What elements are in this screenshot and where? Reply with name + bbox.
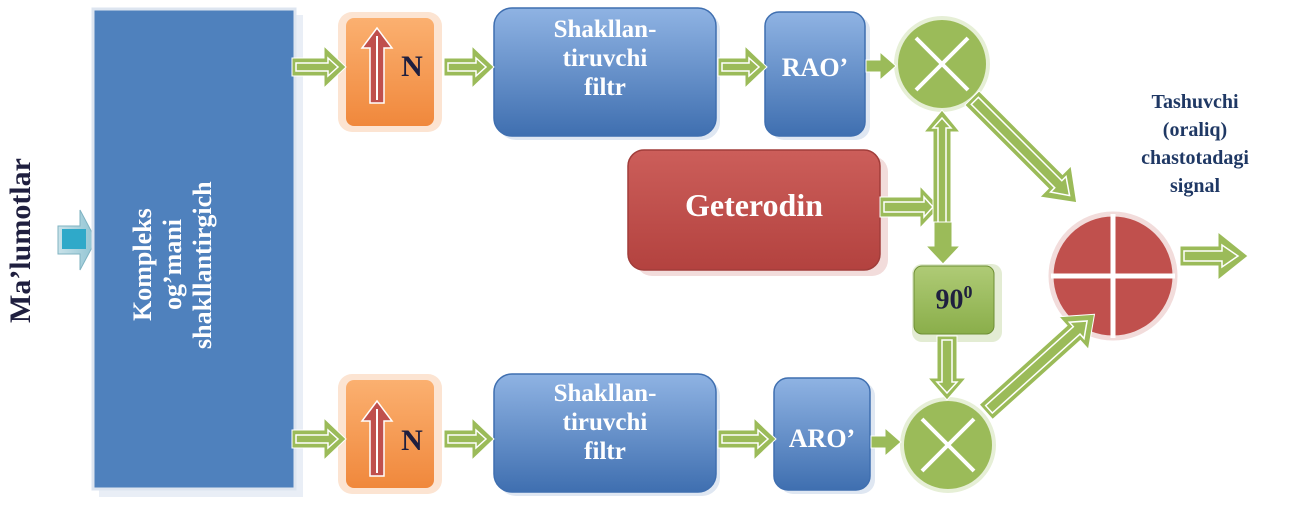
top-converter-label: RAO’ xyxy=(781,53,849,82)
complex-former-label: Kompleks og’mani shakllantirgich xyxy=(128,150,258,380)
bottom-filter-label: Shakllan- tiruvchi filtr xyxy=(494,380,716,466)
input-arrow xyxy=(56,209,97,271)
output-line3: chastotadagi xyxy=(1141,147,1249,169)
top-multiplier-label: N xyxy=(401,50,423,83)
oscillator-label: Geterodin xyxy=(684,187,824,223)
phase-shifter-superscript: 0 xyxy=(963,282,973,302)
bottom-filter-line2: tiruvchi xyxy=(562,408,648,436)
bottom-converter-block xyxy=(773,377,875,494)
arrow-junction-down-to-phase-shifter xyxy=(924,221,962,265)
complex-former-line2: og’mani xyxy=(157,219,187,311)
arrow-oscillator-to-junction xyxy=(879,184,941,230)
top-filter-line3: filtr xyxy=(584,73,626,101)
summator xyxy=(1048,211,1178,341)
complex-former-line1: Kompleks xyxy=(128,208,157,322)
phase-shifter-label: 900 xyxy=(914,282,994,317)
arrow-bottom-mixer-to-summator xyxy=(978,313,1096,421)
top-multiplier-block xyxy=(338,12,442,132)
bottom-multiplier-block xyxy=(338,374,442,494)
arrow-junction-up-to-top-mixer xyxy=(922,109,962,231)
bottom-filter-block xyxy=(493,373,720,496)
arrow-aro-to-bottom-mixer xyxy=(870,426,902,458)
arrow-rao-to-top-mixer xyxy=(865,50,897,82)
complex-former-block xyxy=(91,7,303,497)
arrow-bottom-multiplier-to-filter xyxy=(443,416,495,462)
bottom-multiplier-label: N xyxy=(401,424,423,457)
arrow-top-mixer-to-summator xyxy=(964,90,1078,204)
arrow-top-filter-to-rao xyxy=(717,44,768,90)
output-line4: signal xyxy=(1169,175,1221,197)
output-line1: Tashuvchi xyxy=(1151,91,1239,113)
complex-former-line3: shakllantirgich xyxy=(187,181,217,349)
oscillator-block xyxy=(627,149,888,276)
output-label: Tashuvchi (oraliq) chastotadagi signal xyxy=(1110,88,1280,200)
phase-shifter-block xyxy=(912,264,1002,342)
arrow-top-multiplier-to-filter xyxy=(443,44,495,90)
output-line2: (oraliq) xyxy=(1162,119,1228,141)
output-arrow xyxy=(1179,230,1249,282)
arrow-phase-shifter-to-bottom-mixer xyxy=(926,335,968,401)
top-filter-block xyxy=(493,7,720,140)
top-filter-line1: Shakllan- xyxy=(553,16,657,43)
top-filter-line2: tiruvchi xyxy=(562,44,648,72)
bottom-filter-line3: filtr xyxy=(584,437,626,465)
bottom-mixer xyxy=(900,397,996,493)
top-filter-label: Shakllan- tiruvchi filtr xyxy=(494,16,716,102)
top-converter-block xyxy=(764,11,870,140)
phase-shifter-value: 90 xyxy=(935,284,964,316)
arrow-main-to-bottom-multiplier xyxy=(291,416,347,462)
arrow-main-to-top-multiplier xyxy=(291,44,347,90)
bottom-filter-line1: Shakllan- xyxy=(553,380,657,407)
bottom-converter-label: ARO’ xyxy=(788,424,856,453)
input-label: Ma’lumotlar xyxy=(4,158,37,324)
arrow-bottom-filter-to-aro xyxy=(717,416,777,462)
